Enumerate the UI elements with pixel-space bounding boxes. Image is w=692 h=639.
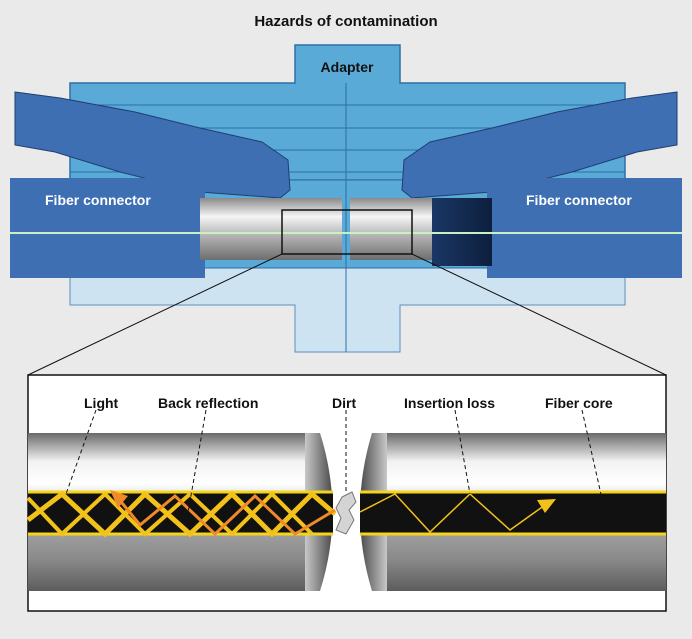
back-reflection-ray	[116, 493, 336, 537]
leader-fiber-core	[581, 409, 606, 513]
insertion-loss-ray	[359, 492, 546, 534]
label-fiber-core: Fiber core	[545, 395, 613, 411]
leader-back-reflection	[185, 409, 207, 525]
ferrule-right	[350, 198, 442, 260]
label-dirt: Dirt	[332, 395, 356, 411]
light-ray-path-2	[26, 491, 314, 537]
label-insertion-loss: Insertion loss	[404, 395, 495, 411]
zoom-box	[281, 209, 413, 255]
zoom-line-left	[27, 253, 283, 376]
connector-left	[10, 91, 291, 278]
connector-right	[401, 91, 682, 278]
diagram-title: Hazards of contamination	[254, 13, 437, 30]
label-back-reflection: Back reflection	[158, 395, 258, 411]
leader-light	[65, 409, 97, 495]
detail-panel: Light Back reflection Dirt Insertion los…	[26, 374, 667, 612]
light-ray-path	[26, 490, 337, 538]
ferrule-left	[200, 198, 342, 260]
insertion-loss-arrowhead	[537, 499, 556, 513]
dirt-particle	[335, 491, 357, 535]
leader-insertion-loss	[454, 409, 471, 495]
back-reflection-arrowhead	[110, 490, 128, 508]
label-connector-right: Fiber connector	[526, 192, 632, 208]
label-connector-left: Fiber connector	[45, 192, 151, 208]
label-light: Light	[84, 395, 119, 411]
zoom-line-right	[411, 253, 667, 376]
label-adapter: Adapter	[321, 59, 374, 75]
fiber-rod-right	[360, 433, 666, 591]
